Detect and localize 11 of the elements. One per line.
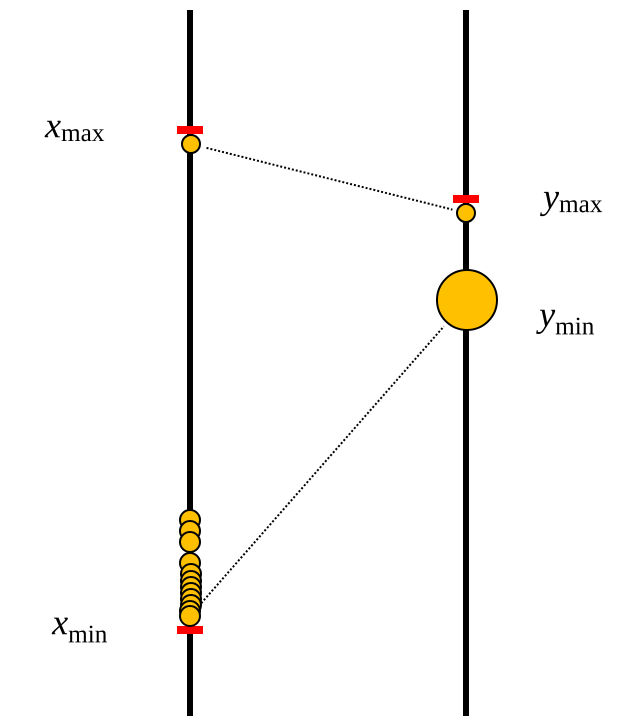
data-point xyxy=(181,134,201,154)
axis-label: y$_{max}$ xyxy=(540,192,602,216)
data-point xyxy=(456,203,476,223)
data-point xyxy=(436,269,498,331)
axis-label: y$_{min}$ xyxy=(536,310,594,334)
axis-label: x$_{max}$ xyxy=(44,120,104,142)
data-point xyxy=(179,531,201,553)
dotted-line xyxy=(200,326,445,604)
data-point xyxy=(179,605,201,627)
dotted-line xyxy=(206,146,453,211)
axis-label: x$_{min}$ xyxy=(52,618,107,642)
